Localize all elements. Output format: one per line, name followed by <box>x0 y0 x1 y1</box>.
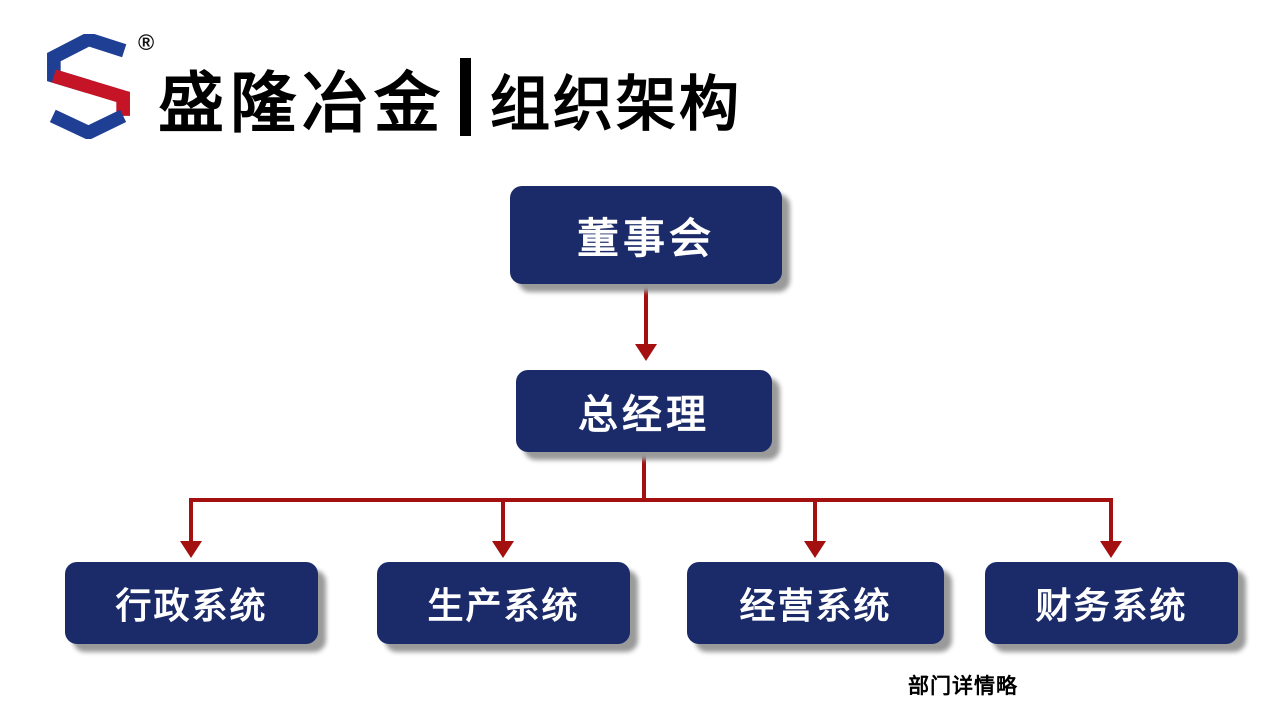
company-name: 盛隆冶金 <box>158 66 446 140</box>
arrowhead-child-3 <box>804 541 826 558</box>
registered-trademark-mark: ® <box>138 30 155 55</box>
org-node-board: 董事会 <box>510 186 782 284</box>
org-node-production-system: 生产系统 <box>377 562 630 644</box>
arrowhead-child-1 <box>180 541 202 558</box>
title-divider <box>460 58 471 136</box>
arrowhead-manager <box>635 344 657 361</box>
arrowhead-child-4 <box>1100 541 1122 558</box>
page-title: 组织架构 <box>490 71 742 138</box>
org-node-operations-system: 经营系统 <box>687 562 944 644</box>
arrowhead-child-2 <box>492 541 514 558</box>
footnote-note: 部门详情略 <box>908 675 1018 698</box>
company-logo: ® <box>36 30 156 146</box>
org-node-admin-system: 行政系统 <box>65 562 318 644</box>
org-node-finance-system: 财务系统 <box>985 562 1238 644</box>
org-node-general-manager: 总经理 <box>516 370 772 452</box>
hexagon-s-logo-icon <box>47 34 130 139</box>
